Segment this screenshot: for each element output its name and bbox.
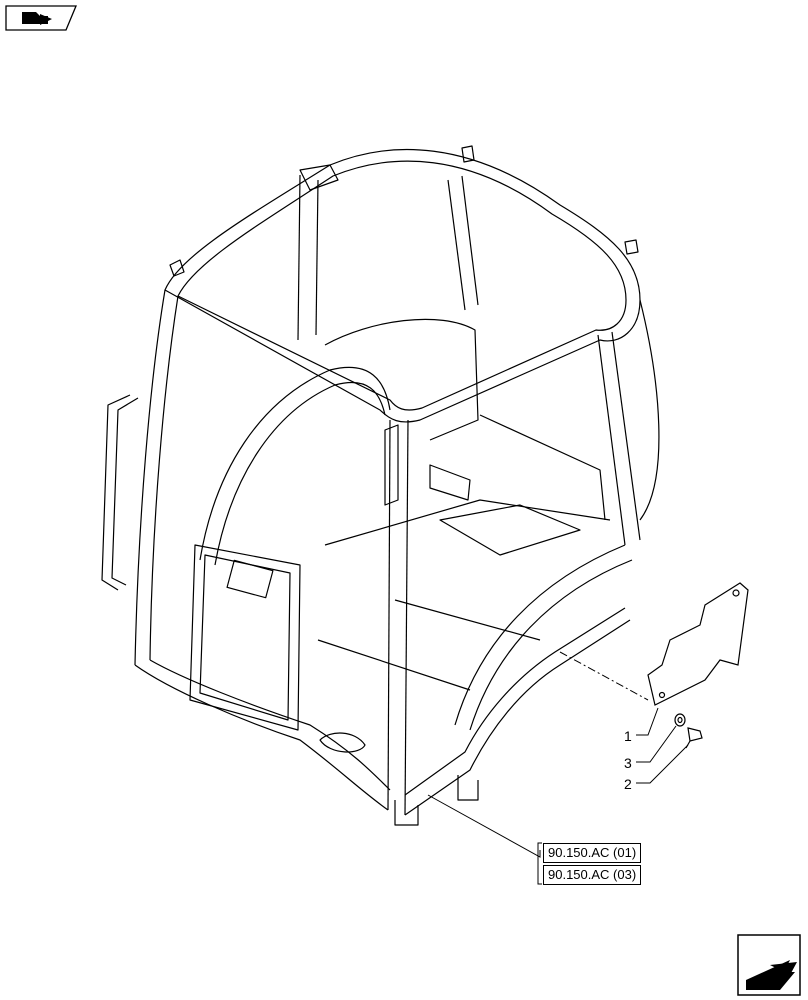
side-panel-part (647, 582, 749, 706)
leader-lines (427, 707, 689, 858)
cab-frame (101, 145, 660, 826)
assembly-line (559, 651, 649, 701)
reference-link-01[interactable]: 90.150.AC (01) (543, 843, 642, 863)
reference-link-03[interactable]: 90.150.AC (03) (543, 865, 642, 885)
bolt-part (685, 727, 703, 749)
next-page-arrow-icon[interactable] (737, 934, 801, 996)
reference-bracket (537, 842, 542, 885)
callout-3: 3 (624, 755, 632, 771)
book-arrow-icon[interactable] (5, 5, 77, 31)
washer-part (674, 713, 686, 727)
callout-2: 2 (624, 776, 632, 792)
callout-1: 1 (624, 728, 632, 744)
